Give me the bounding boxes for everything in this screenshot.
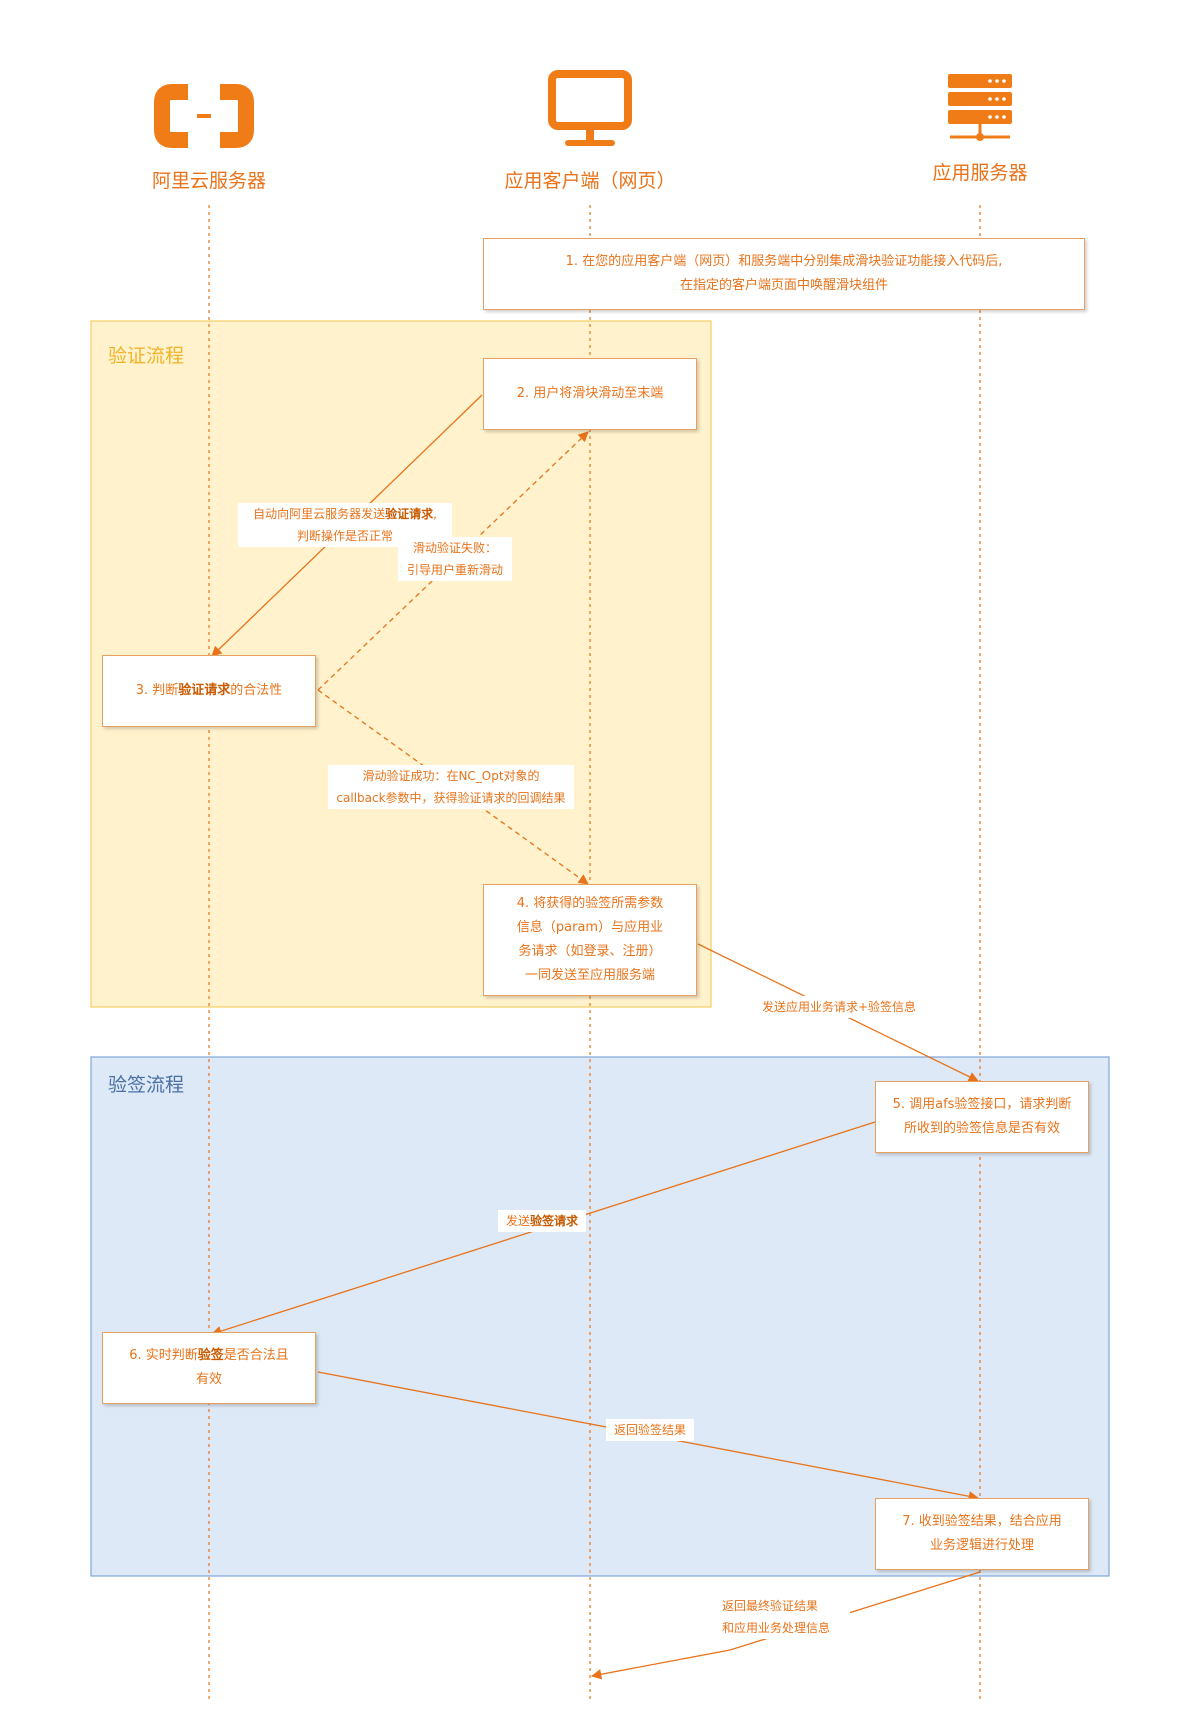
edge-1-label: 自动向阿里云服务器发送验证请求, 判断操作是否正常: [238, 503, 452, 547]
edge-3-line1: 滑动验证成功：在NC_Opt对象的: [362, 769, 540, 783]
edge-7-line2: 和应用业务处理信息: [722, 1621, 831, 1635]
step-3-bold: 验证请求: [178, 683, 231, 698]
step-7-line2: 业务逻辑进行处理: [929, 1538, 1034, 1553]
step-6-box: 6. 实时判断验签是否合法且 有效: [102, 1332, 316, 1404]
edge-7-label: 返回最终验证结果 和应用业务处理信息: [720, 1595, 850, 1639]
actor-server-label: 应用服务器: [932, 162, 1028, 184]
edge-1-line2: 判断操作是否正常: [296, 529, 393, 543]
edge-6-line1: 返回验签结果: [613, 1423, 686, 1437]
step-2-box: 2. 用户将滑块滑动至末端: [483, 358, 697, 430]
actor-client-label: 应用客户端（网页）: [504, 170, 676, 192]
actor-aliyun-label: 阿里云服务器: [151, 170, 266, 192]
edge-1-bold: 验证请求: [385, 507, 434, 521]
step-4-line3: 务请求（如登录、注册）: [518, 944, 662, 959]
step-6-line2: 有效: [195, 1372, 222, 1387]
step-7-box: 7. 收到验签结果，结合应用 业务逻辑进行处理: [875, 1498, 1089, 1570]
edge-4-label: 发送应用业务请求+验签信息: [752, 996, 926, 1018]
monitor-icon: [548, 70, 632, 146]
edge-3-line2: callback参数中，获得验证请求的回调结果: [336, 791, 566, 805]
step-1-line1: 1. 在您的应用客户端（网页）和服务端中分别集成滑块验证功能接入代码后,: [565, 254, 1003, 269]
edge-1-pre: 自动向阿里云服务器发送: [253, 507, 386, 521]
step-1-line2: 在指定的客户端页面中唤醒滑块组件: [679, 278, 888, 293]
edge-6-label: 返回验签结果: [606, 1419, 694, 1441]
arrow-e7: [590, 1571, 981, 1680]
sign-region-title: 验签流程: [108, 1074, 185, 1096]
edge-5-pre: 发送: [505, 1214, 530, 1228]
step-4-box: 4. 将获得的验签所需参数 信息（param）与应用业 务请求（如登录、注册） …: [483, 884, 697, 996]
step-1-box: 1. 在您的应用客户端（网页）和服务端中分别集成滑块验证功能接入代码后, 在指定…: [483, 238, 1085, 310]
server-rack-icon: [948, 74, 1012, 141]
step-5-line1: 5. 调用afs验签接口，请求判断: [892, 1097, 1072, 1112]
edge-1-post: ,: [433, 507, 437, 521]
step-6-bold: 验签: [197, 1348, 224, 1363]
step-5-box: 5. 调用afs验签接口，请求判断 所收到的验签信息是否有效: [875, 1081, 1089, 1153]
aliyun-logo-icon: [154, 84, 254, 148]
edge-4-line1: 发送应用业务请求+验签信息: [761, 1000, 917, 1014]
edge-3-label: 滑动验证成功：在NC_Opt对象的 callback参数中，获得验证请求的回调结…: [328, 765, 574, 809]
step-6-post: 是否合法且: [223, 1348, 289, 1363]
step-3-post: 的合法性: [230, 683, 283, 698]
step-4-line4: 一同发送至应用服务端: [524, 968, 655, 983]
edge-7-line1: 返回最终验证结果: [722, 1599, 819, 1613]
edge-2-line2: 引导用户重新滑动: [406, 563, 503, 577]
step-7-line1: 7. 收到验签结果，结合应用: [902, 1514, 1062, 1529]
edge-5-bold: 验签请求: [530, 1214, 579, 1228]
step-4-line1: 4. 将获得的验签所需参数: [516, 896, 664, 911]
verify-region-title: 验证流程: [108, 345, 185, 367]
step-3-pre: 3. 判断: [135, 683, 179, 698]
step-3-box: 3. 判断验证请求的合法性: [102, 655, 316, 727]
step-4-line2: 信息（param）与应用业: [516, 920, 664, 935]
edge-2-line1: 滑动验证失败：: [412, 541, 497, 555]
edge-5-label: 发送验签请求: [498, 1210, 586, 1232]
step-5-line2: 所收到的验签信息是否有效: [903, 1121, 1060, 1136]
step-6-pre: 6. 实时判断: [129, 1348, 198, 1363]
step-2-line1: 2. 用户将滑块滑动至末端: [516, 386, 664, 401]
edge-2-label: 滑动验证失败： 引导用户重新滑动: [398, 537, 512, 581]
